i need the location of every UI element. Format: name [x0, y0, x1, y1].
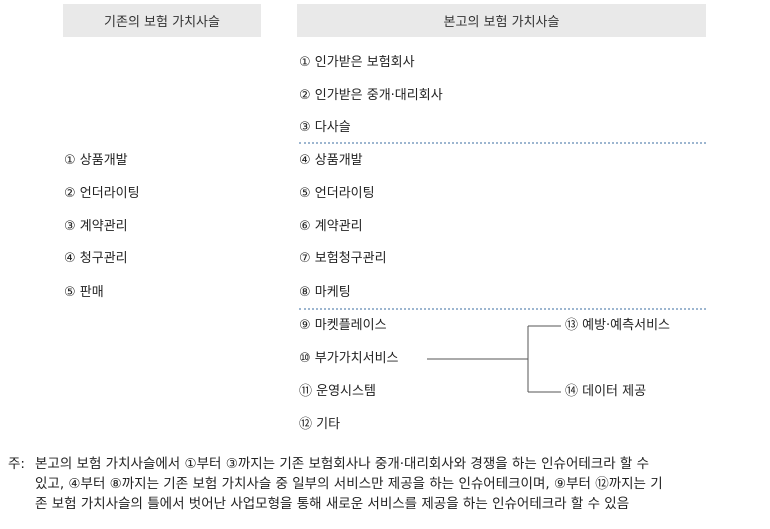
- footnote-line-1: 주: 본고의 보험 가치사슬에서 ①부터 ③까지는 기존 보험회사나 중개·대리회…: [8, 454, 766, 474]
- left-item-contract-management: ③ 계약관리: [64, 219, 128, 234]
- right-item-licensed-broker-agent: ② 인가받은 중개·대리회사: [299, 88, 443, 103]
- left-item-claims-management: ④ 청구관리: [64, 251, 128, 266]
- right-item-marketing: ⑧ 마케팅: [299, 285, 351, 300]
- right-item-licensed-insurer: ① 인가받은 보험회사: [299, 55, 415, 70]
- left-item-sales: ⑤ 판매: [64, 285, 104, 300]
- right-item-value-added-services: ⑩ 부가가치서비스: [299, 351, 399, 366]
- branch-item-prevention-prediction: ⑬ 예방·예측서비스: [565, 318, 670, 333]
- group-separator-1: [299, 142, 706, 144]
- right-item-operating-system: ⑪ 운영시스템: [299, 384, 376, 399]
- right-item-other: ⑫ 기타: [299, 417, 341, 432]
- right-item-multi-chain: ③ 다사슬: [299, 120, 351, 135]
- header-proposed-label: 본고의 보험 가치사슬: [443, 15, 560, 30]
- footnote-line-2: 있고, ④부터 ⑧까지는 기존 보험 가치사슬 중 일부의 서비스만 제공을 하…: [35, 476, 663, 492]
- left-item-underwriting: ② 언더라이팅: [64, 186, 140, 201]
- left-item-product-development: ① 상품개발: [64, 153, 128, 168]
- footnote: 주: 본고의 보험 가치사슬에서 ①부터 ③까지는 기존 보험회사나 중개·대리회…: [8, 454, 766, 514]
- branch-item-data-provision: ⑭ 데이터 제공: [565, 384, 647, 399]
- right-item-underwriting: ⑤ 언더라이팅: [299, 186, 375, 201]
- footnote-text-1: 본고의 보험 가치사슬에서 ①부터 ③까지는 기존 보험회사나 중개·대리회사와…: [35, 456, 650, 472]
- right-item-contract-management: ⑥ 계약관리: [299, 219, 363, 234]
- header-existing-value-chain: 기존의 보험 가치사슬: [63, 4, 261, 37]
- right-item-product-development: ④ 상품개발: [299, 153, 363, 168]
- group-separator-2: [299, 308, 706, 310]
- header-proposed-value-chain: 본고의 보험 가치사슬: [297, 4, 706, 37]
- right-item-claims-management: ⑦ 보험청구관리: [299, 251, 387, 266]
- right-item-marketplace: ⑨ 마켓플레이스: [299, 318, 387, 333]
- footnote-line-3: 존 보험 가치사슬의 틀에서 벗어난 사업모형을 통해 새로운 서비스를 제공을…: [35, 496, 630, 512]
- footnote-prefix: 주:: [8, 456, 25, 472]
- header-existing-label: 기존의 보험 가치사슬: [104, 15, 220, 30]
